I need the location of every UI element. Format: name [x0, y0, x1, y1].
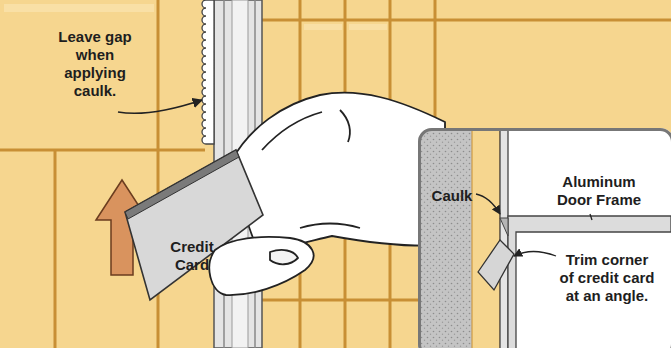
node-label: Trim corner of credit card at an angle. [557, 251, 657, 305]
tile-highlights [4, 4, 387, 30]
node-label: Caulk [427, 187, 477, 205]
inset-detail [418, 128, 671, 348]
node-label: Aluminum Door Frame [549, 173, 649, 209]
leader-line [118, 100, 202, 113]
hand [232, 93, 445, 248]
credit-card: Credit Card [118, 140, 268, 305]
card-shape [118, 140, 268, 305]
card-face [125, 150, 263, 300]
card-edge [125, 150, 239, 219]
caulk-bead [202, 0, 214, 144]
detail-inset: Caulk Aluminum Door FrameTrim corner of c… [418, 128, 671, 348]
node-label: Credit Card [164, 238, 220, 274]
callout-note: Leave gap when applying caulk. [52, 28, 138, 100]
thumb [209, 237, 313, 295]
